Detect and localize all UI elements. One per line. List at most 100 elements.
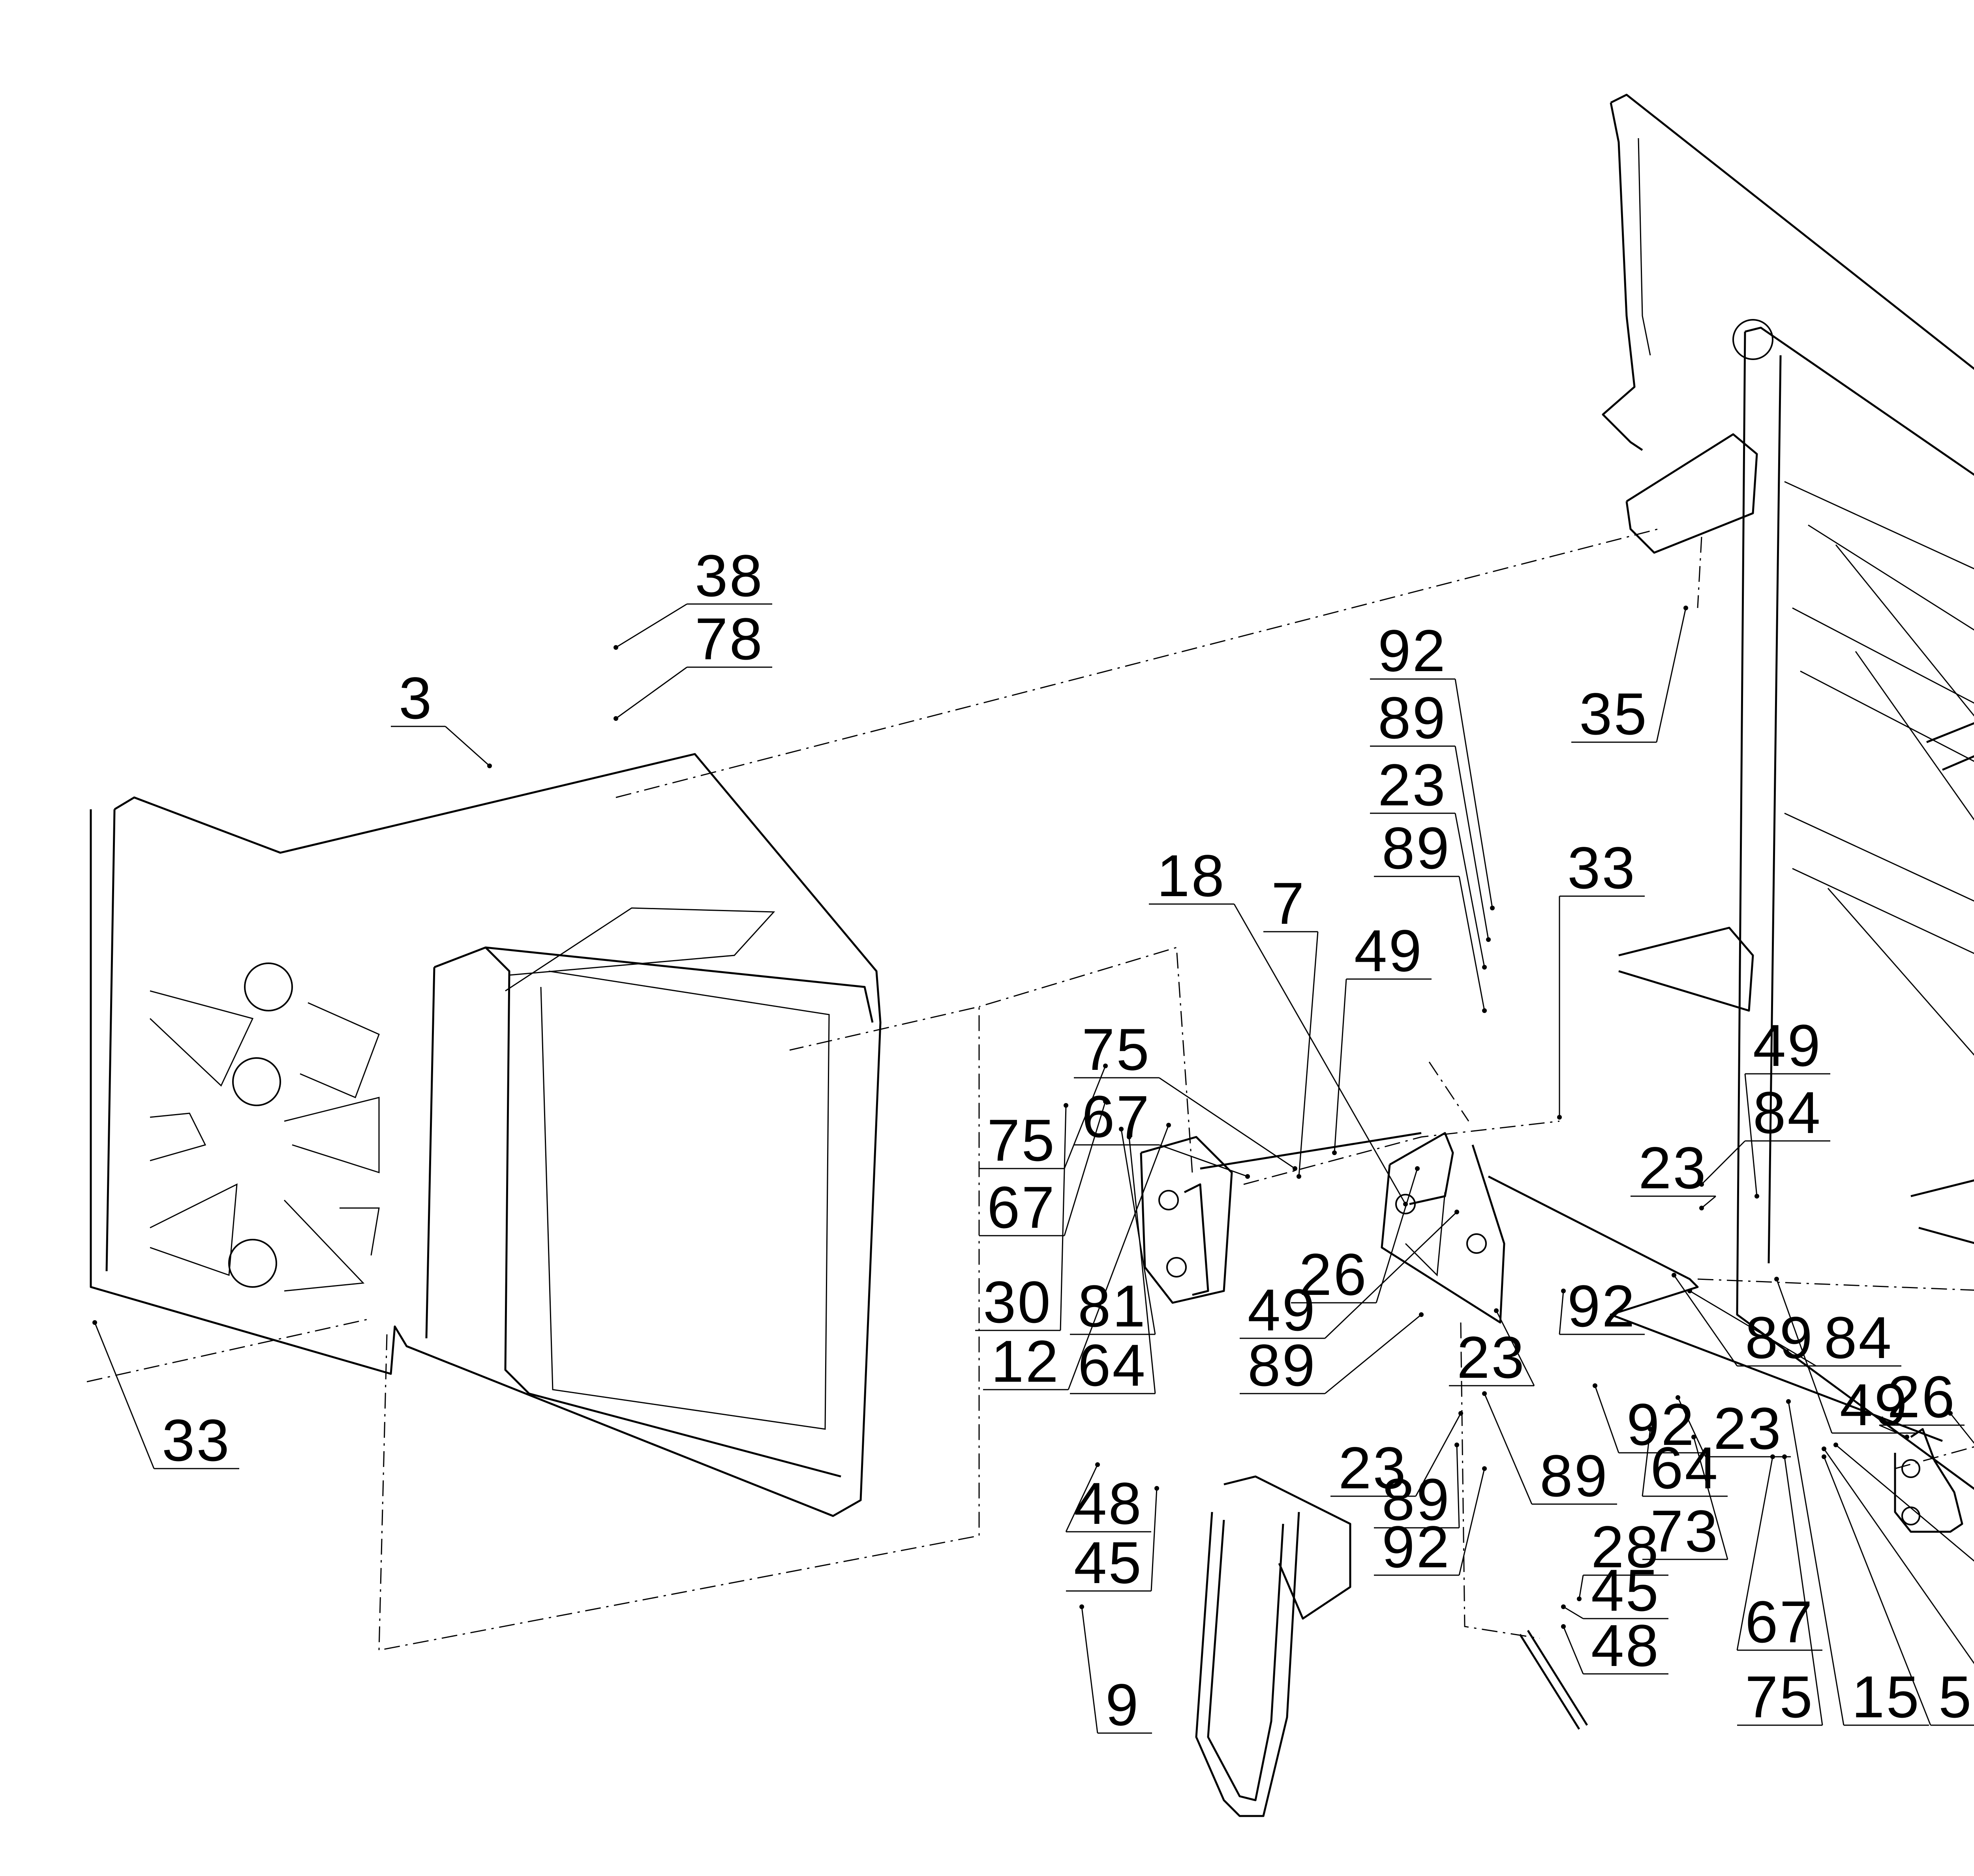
callout-target-dot — [1454, 1210, 1459, 1214]
callout-number: 64 — [1650, 1435, 1719, 1501]
callout-number: 92 — [1382, 1514, 1451, 1580]
callout-target-dot — [1774, 1277, 1779, 1281]
callout-92: 92 — [1559, 1273, 1645, 1339]
callout-target-dot — [1166, 1123, 1171, 1127]
callout-target-dot — [1482, 1008, 1487, 1013]
callout-leader — [1458, 1468, 1485, 1576]
callout-45: 45 — [1561, 1557, 1668, 1623]
callout-leader — [1064, 1066, 1106, 1169]
callout-target-dot — [1770, 1454, 1775, 1459]
callout-number: 89 — [1382, 815, 1451, 881]
callout-23: 23 — [1449, 1308, 1535, 1390]
callout-target-dot — [1687, 1289, 1692, 1293]
callout-target-dot — [1699, 1206, 1704, 1210]
callout-leader — [1701, 1140, 1746, 1185]
callout-number: 49 — [1354, 917, 1423, 984]
callout-target-dot — [1577, 1596, 1582, 1601]
callout-leader — [1159, 1144, 1248, 1177]
callout-layer: 1338783335928923891874975677567334984232… — [92, 542, 1974, 1738]
callout-target-dot — [1699, 1182, 1704, 1187]
callout-leader — [1128, 1137, 1156, 1394]
callout-84: 84 — [1699, 1079, 1830, 1187]
callout-leader — [1456, 1445, 1460, 1528]
callout-67: 67 — [979, 1099, 1108, 1240]
callout-number: 67 — [1082, 1083, 1151, 1150]
callout-75: 75 — [979, 1064, 1108, 1173]
callout-49: 49 — [1240, 1210, 1459, 1343]
callout-target-dot — [1454, 1443, 1459, 1447]
callout-leader — [1150, 1488, 1158, 1591]
callout-28: 28 — [1577, 1514, 1668, 1601]
callout-target-dot — [1293, 1166, 1297, 1171]
callout-58: 58 — [1948, 1411, 1974, 1444]
callout-leader — [1879, 1424, 1907, 1438]
callout-leader — [1064, 1101, 1106, 1236]
callout-number: 78 — [695, 606, 764, 672]
callout-number: 45 — [1591, 1557, 1660, 1623]
callout-target-dot — [1786, 1399, 1791, 1404]
callout-leader — [1594, 1385, 1619, 1453]
callout-number: 49 — [1753, 1012, 1822, 1079]
callout-number: 23 — [1338, 1435, 1407, 1501]
callout-leader — [1484, 1393, 1533, 1505]
callout-leader — [1677, 1397, 1706, 1457]
callout-target-dot — [487, 764, 492, 768]
callout-64: 64 — [1642, 1427, 1728, 1501]
callout-target-dot — [1482, 1391, 1487, 1396]
callout-leader — [1454, 813, 1485, 968]
callout-leader — [1563, 1626, 1584, 1674]
callout-number: 38 — [695, 542, 764, 609]
callout-26: 26 — [1291, 1166, 1420, 1308]
callout-48: 48 — [1065, 1462, 1151, 1536]
callout-12: 12 — [983, 1123, 1171, 1394]
callout-89: 89 — [1240, 1312, 1424, 1398]
callout-number: 73 — [1650, 1498, 1719, 1564]
callout-number: 18 — [1157, 842, 1226, 909]
callout-leader — [1334, 979, 1347, 1153]
callout-92: 92 — [1370, 617, 1495, 910]
callout-3: 3 — [391, 665, 492, 768]
callout-target-dot — [1154, 1486, 1159, 1491]
callout-7: 7 — [1263, 870, 1319, 1179]
callout-leader — [1233, 904, 1406, 1204]
callout-35: 35 — [1571, 606, 1688, 747]
callout-number: 67 — [1745, 1589, 1814, 1655]
callout-target-dot — [1245, 1174, 1250, 1179]
callout-target-dot — [1103, 1099, 1108, 1104]
callout-leader — [94, 1322, 155, 1469]
callout-target-dot — [1676, 1395, 1680, 1400]
callout-leader — [1454, 746, 1489, 940]
callout-leader — [1744, 1073, 1758, 1197]
callout-leader — [1835, 1444, 1974, 1562]
callout-number: 35 — [1579, 681, 1648, 747]
callout-84: 84 — [1822, 1446, 1974, 1664]
callout-target-dot — [614, 716, 618, 721]
callout-number: 9 — [1105, 1672, 1140, 1738]
callout-target-dot — [1672, 1273, 1676, 1278]
callout-target-dot — [1064, 1103, 1068, 1108]
callout-number: 30 — [983, 1269, 1052, 1335]
callout-23: 23 — [1631, 1135, 1716, 1210]
callout-leader — [1454, 679, 1493, 908]
assembly-lines — [86, 528, 1974, 1651]
callout-leader — [445, 726, 490, 767]
callout-leader — [1415, 1413, 1462, 1497]
callout-number: 23 — [1378, 752, 1447, 818]
callout-67: 67 — [1736, 1454, 1822, 1655]
callout-leader — [1673, 1275, 1738, 1366]
callout-92: 92 — [1374, 1466, 1487, 1580]
center-bracket-part — [1200, 1132, 1943, 1442]
callout-number: 26 — [1299, 1241, 1368, 1308]
callout-number: 89 — [1745, 1304, 1814, 1371]
right-latch-part — [1894, 1428, 1963, 1533]
callout-target-dot — [1419, 1312, 1424, 1317]
callout-target-dot — [1297, 1174, 1301, 1179]
callout-leader — [1656, 608, 1687, 743]
callout-67: 67 — [1074, 1083, 1250, 1179]
callout-number: 3 — [399, 665, 433, 731]
callout-leader — [1736, 1456, 1773, 1651]
callout-leader — [1068, 1125, 1169, 1390]
callout-leader — [1784, 1456, 1823, 1726]
callout-leader — [1298, 931, 1319, 1177]
